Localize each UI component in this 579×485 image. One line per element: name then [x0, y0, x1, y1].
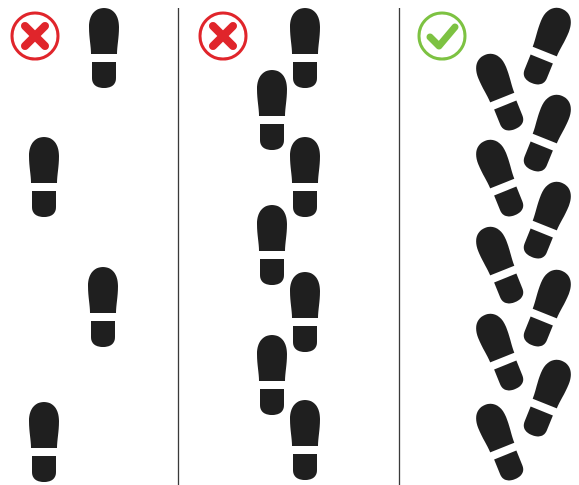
footprints	[29, 8, 119, 482]
cross-icon	[213, 26, 233, 46]
footprints	[471, 3, 576, 484]
footprint-icon	[518, 355, 576, 440]
footprint-icon	[257, 205, 287, 285]
panel-short-steps	[200, 8, 320, 480]
cross-badge	[12, 13, 58, 59]
footprint-icon	[471, 222, 529, 307]
footprint-icon	[290, 8, 320, 88]
footprint-icon	[257, 335, 287, 415]
footprint-icon	[518, 3, 576, 88]
footprint-icon	[290, 400, 320, 480]
footprint-icon	[518, 90, 576, 175]
panel-angled-steps	[419, 3, 576, 484]
footprint-icon	[471, 135, 529, 220]
footprint-icon	[518, 177, 576, 262]
check-circle	[419, 13, 465, 59]
footprint-icon	[89, 8, 119, 88]
footprint-icon	[290, 272, 320, 352]
footprint-icon	[29, 137, 59, 217]
footprint-icon	[518, 265, 576, 350]
cross-icon	[25, 26, 45, 46]
footprints	[257, 8, 320, 480]
footprint-icon	[290, 137, 320, 217]
check-badge	[419, 13, 465, 59]
footprint-icon	[471, 399, 529, 484]
cross-badge	[200, 13, 246, 59]
panel-wide-steps	[12, 8, 119, 482]
footprint-icon	[257, 70, 287, 150]
footprint-icon	[29, 402, 59, 482]
footprint-icon	[88, 267, 118, 347]
footprint-icon	[471, 49, 529, 134]
footprint-icon	[471, 309, 529, 394]
check-icon	[430, 27, 455, 46]
